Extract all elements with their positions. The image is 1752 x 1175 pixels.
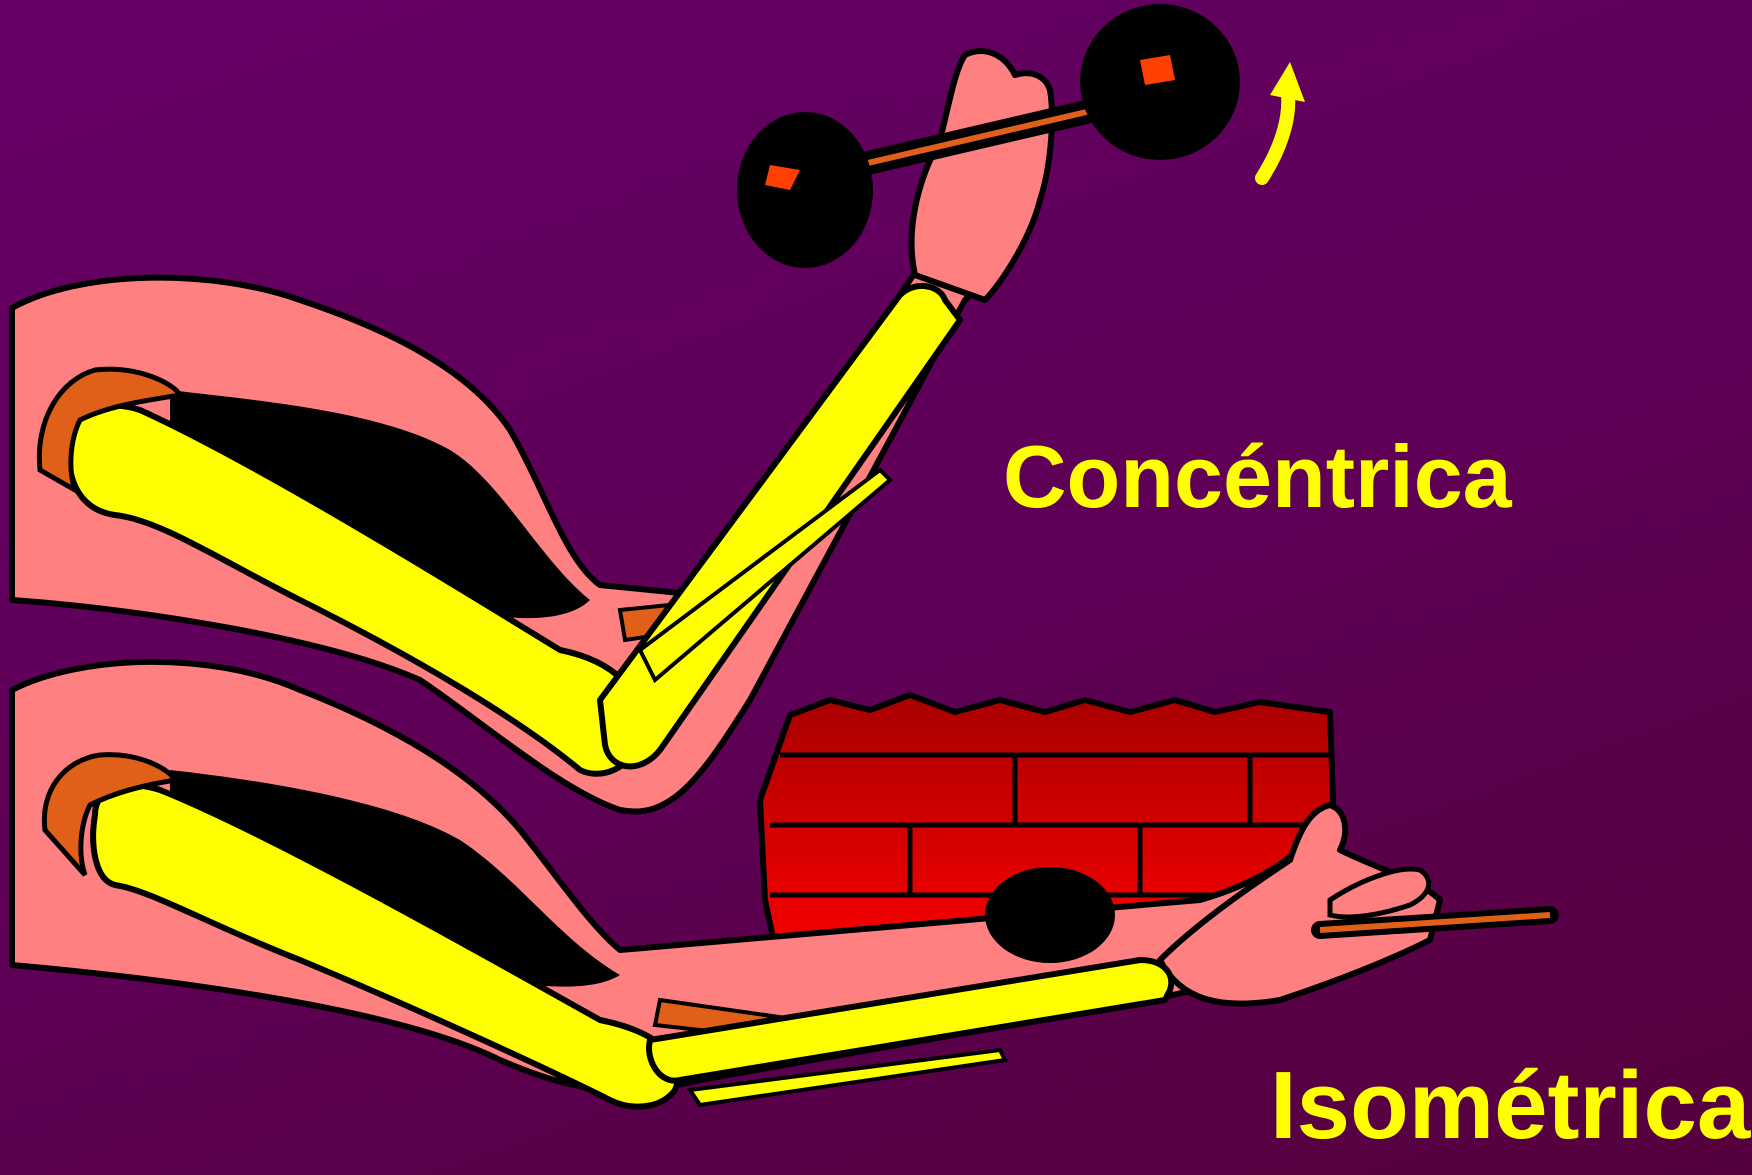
up-arrow-icon [1262, 62, 1305, 178]
isometric-label: Isométrica [1270, 1058, 1750, 1154]
isometric-ball [985, 867, 1115, 963]
concentric-hand [912, 51, 1052, 300]
concentric-label: Concéntrica [1003, 433, 1512, 521]
